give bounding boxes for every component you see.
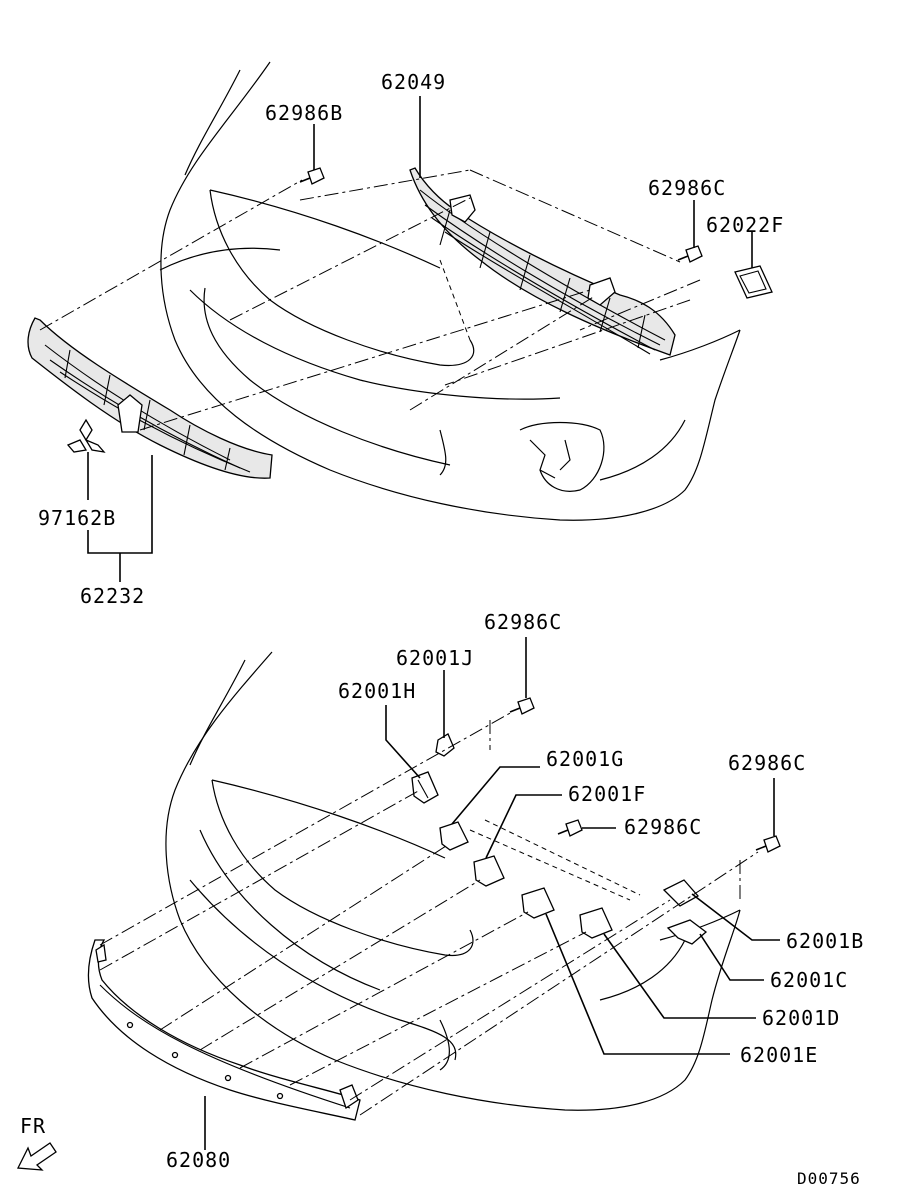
- clip-62986C-upper: [677, 245, 703, 263]
- fastener-62986C-b: [557, 819, 583, 837]
- clip-62001C: [666, 919, 708, 945]
- front-direction-label: FR: [20, 1114, 46, 1138]
- label-62001F: 62001F: [568, 782, 646, 806]
- label-62986B: 62986B: [265, 101, 343, 125]
- clip-62001F: [473, 855, 505, 887]
- label-62232: 62232: [80, 584, 145, 608]
- label-62001C: 62001C: [770, 968, 848, 992]
- clip-62001D: [579, 907, 613, 939]
- clip-62986B: [299, 167, 325, 185]
- clip-62001E: [521, 887, 555, 919]
- label-97162B: 97162B: [38, 506, 116, 530]
- label-62001E: 62001E: [740, 1043, 818, 1067]
- diagram-code: D00756: [797, 1169, 861, 1187]
- lower-leaders: [204, 637, 780, 1150]
- clip-62001B: [662, 879, 700, 907]
- label-62001D: 62001D: [762, 1006, 840, 1030]
- lower-grille-62232: [27, 317, 273, 479]
- clip-62001J: [435, 733, 455, 757]
- label-62080: 62080: [166, 1148, 231, 1172]
- upper-leaders: [87, 96, 753, 582]
- clip-62001G: [439, 821, 469, 851]
- upper-phantom-lines: [39, 169, 701, 431]
- lower-part-labels: 62986C 62001J 62001H 62001G 62001F 62986…: [166, 610, 864, 1172]
- label-62022F: 62022F: [706, 213, 784, 237]
- lower-lip-62080: [87, 939, 361, 1121]
- lower-bumper-outline: [165, 651, 741, 1111]
- lower-phantom-lines: [99, 711, 759, 1116]
- label-62986C-upper: 62986C: [648, 176, 726, 200]
- fastener-62986C-a: [509, 697, 535, 715]
- label-62986C-b: 62986C: [624, 815, 702, 839]
- label-62986C-c: 62986C: [728, 751, 806, 775]
- label-62001G: 62001G: [546, 747, 624, 771]
- label-62986C-a: 62986C: [484, 610, 562, 634]
- front-arrow-icon: [16, 1142, 57, 1171]
- label-62049: 62049: [381, 70, 446, 94]
- upper-grille-62049: [409, 167, 676, 356]
- front-direction-indicator: FR: [16, 1114, 57, 1171]
- label-62001J: 62001J: [396, 646, 474, 670]
- emblem-97162B: [66, 418, 106, 453]
- upper-bumper-outline: [159, 61, 741, 521]
- pad-62022F: [734, 265, 773, 299]
- upper-part-labels: 62049 62986B 62986C 62022F 97162B 62232: [38, 70, 784, 608]
- label-62001H: 62001H: [338, 679, 416, 703]
- clip-62001H: [411, 771, 439, 804]
- label-62001B: 62001B: [786, 929, 864, 953]
- fastener-62986C-c: [755, 835, 781, 853]
